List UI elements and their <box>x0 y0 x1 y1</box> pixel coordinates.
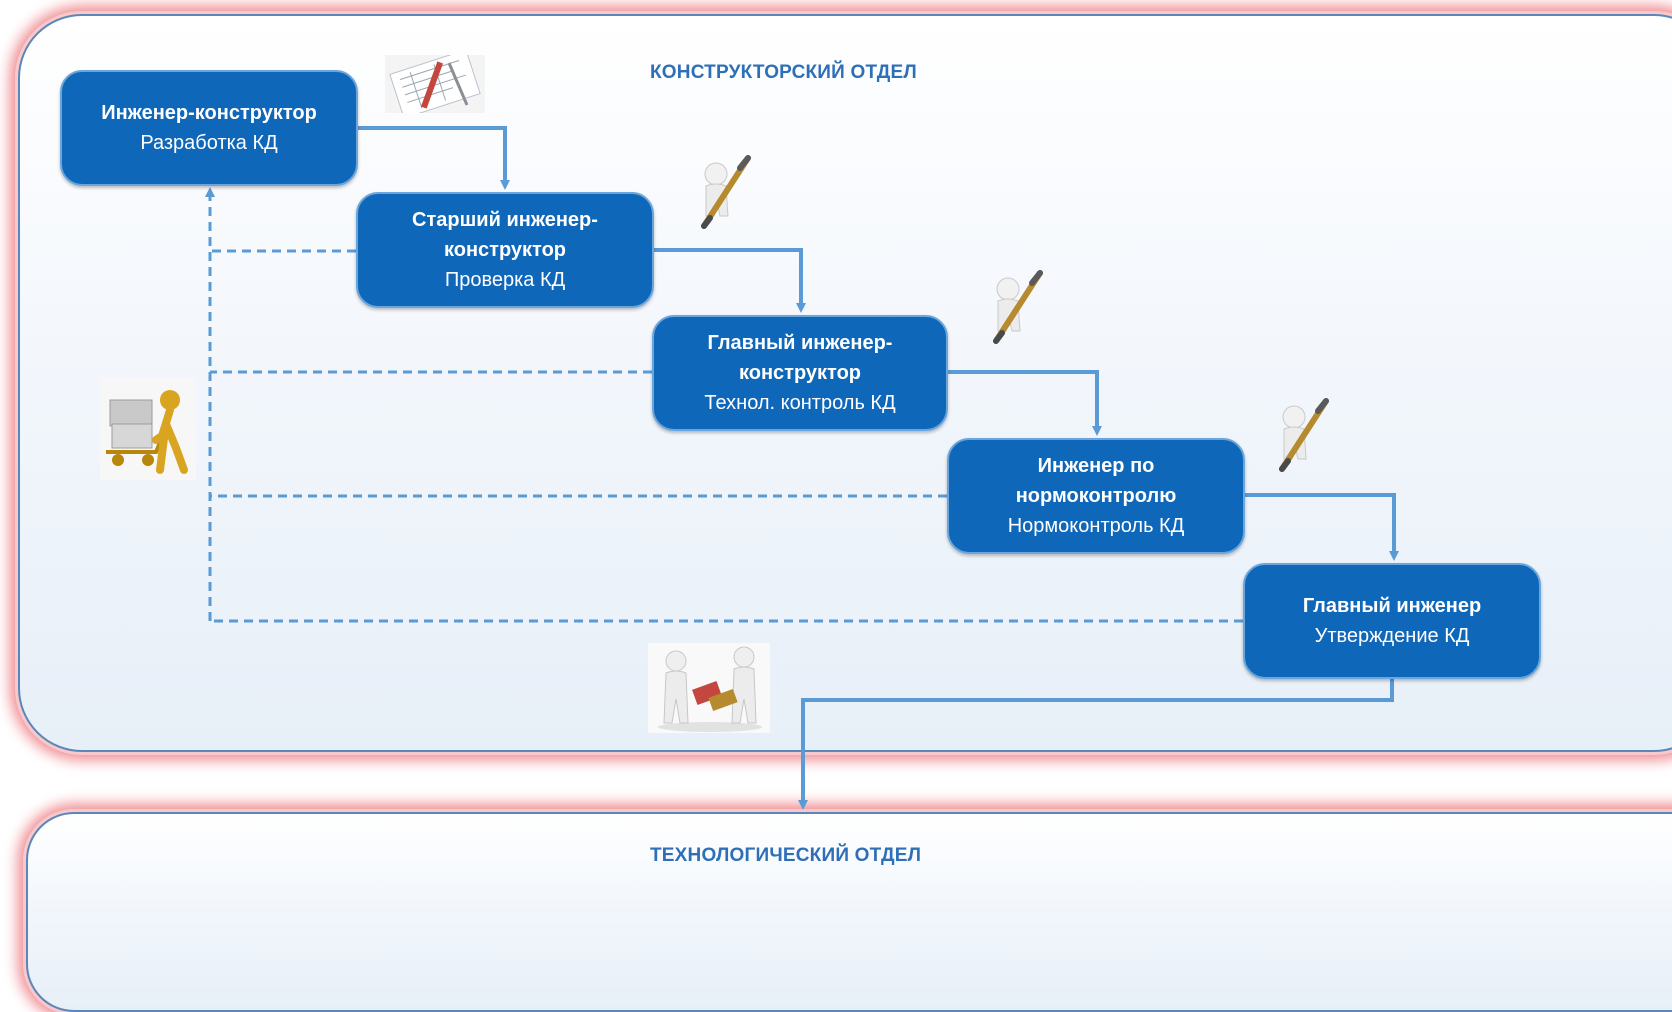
node-task: Проверка КД <box>444 269 566 291</box>
flow-arrow-1-2 <box>358 126 510 190</box>
figure-with-pen-icon <box>701 155 751 229</box>
flow-arrow-2-3 <box>654 248 806 313</box>
flow-arrow-4-5 <box>1245 493 1399 561</box>
node-engineer-designer: Инженер-конструктор Разработка КД <box>60 70 358 186</box>
flow-arrow-3-4 <box>948 370 1102 436</box>
node-role: Инженер по нормоконтролю <box>1015 455 1177 507</box>
node-task: Утверждение КД <box>1314 625 1470 647</box>
figure-with-pen-icon <box>993 270 1043 344</box>
node-task: Разработка КД <box>140 132 278 154</box>
node-role: Инженер-конструктор <box>101 102 317 124</box>
node-chief-engineer-designer: Главный инженер-конструктор Технол. конт… <box>652 315 948 431</box>
node-senior-engineer-designer: Старший инженер-конструктор Проверка КД <box>356 192 654 308</box>
node-role: Главный инженер <box>1302 595 1482 617</box>
node-chief-engineer: Главный инженер Утверждение КД <box>1243 563 1541 679</box>
node-standards-control-engineer: Инженер по нормоконтролю Нормоконтроль К… <box>947 438 1245 554</box>
design-department-title: КОНСТРУКТОРСКИЙ ОТДЕЛ <box>650 62 917 83</box>
figures-handing-over-icon <box>648 643 770 733</box>
node-task: Нормоконтроль КД <box>1007 515 1185 537</box>
figure-pushing-cart-icon <box>100 378 196 480</box>
node-task: Технол. контроль КД <box>704 392 896 414</box>
technology-department-title: ТЕХНОЛОГИЧЕСКИЙ ОТДЕЛ <box>650 845 922 866</box>
node-role: Старший инженер-конструктор <box>412 209 598 261</box>
technical-drawing-icon <box>385 55 485 113</box>
flow-arrow-to-tech <box>798 679 1394 810</box>
node-role: Главный инженер-конструктор <box>707 332 893 384</box>
figure-with-pen-icon <box>1279 398 1329 472</box>
connector-layer <box>205 126 1399 810</box>
